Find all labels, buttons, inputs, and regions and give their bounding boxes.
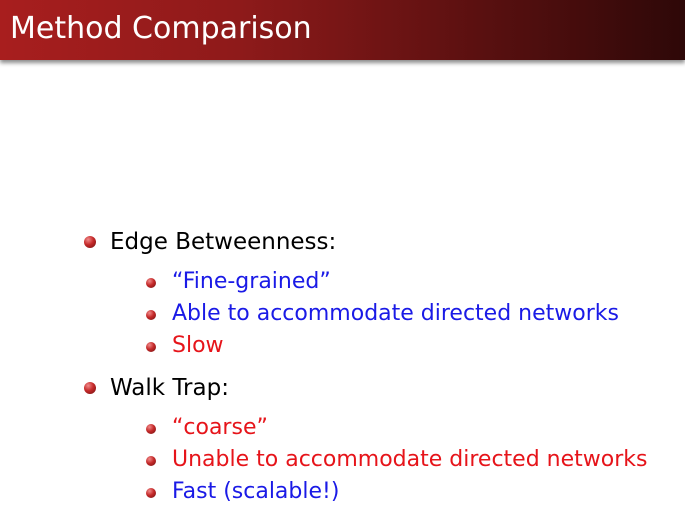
sub-item-coarse: “coarse” [172, 415, 268, 440]
sub-bullet-icon [146, 424, 156, 434]
sub-item-slow: Slow [172, 333, 224, 358]
bullet-walk-trap: Walk Trap: [110, 375, 229, 401]
sub-item-fine-grained: “Fine-grained” [172, 269, 331, 294]
bullet-edge-betweenness: Edge Betweenness: [110, 229, 337, 255]
bullet-icon [84, 382, 96, 394]
title-bar: Method Comparison [0, 0, 685, 60]
sub-bullet-icon [146, 310, 156, 320]
sub-bullet-icon [146, 278, 156, 288]
sub-bullet-icon [146, 456, 156, 466]
sub-item-directed-unable: Unable to accommodate directed networks [172, 447, 648, 472]
sub-bullet-icon [146, 488, 156, 498]
sub-item-directed-able: Able to accommodate directed networks [172, 301, 619, 326]
sub-bullet-icon [146, 342, 156, 352]
slide-title: Method Comparison [10, 11, 312, 46]
bullet-icon [84, 236, 96, 248]
sub-item-fast: Fast (scalable!) [172, 479, 340, 504]
